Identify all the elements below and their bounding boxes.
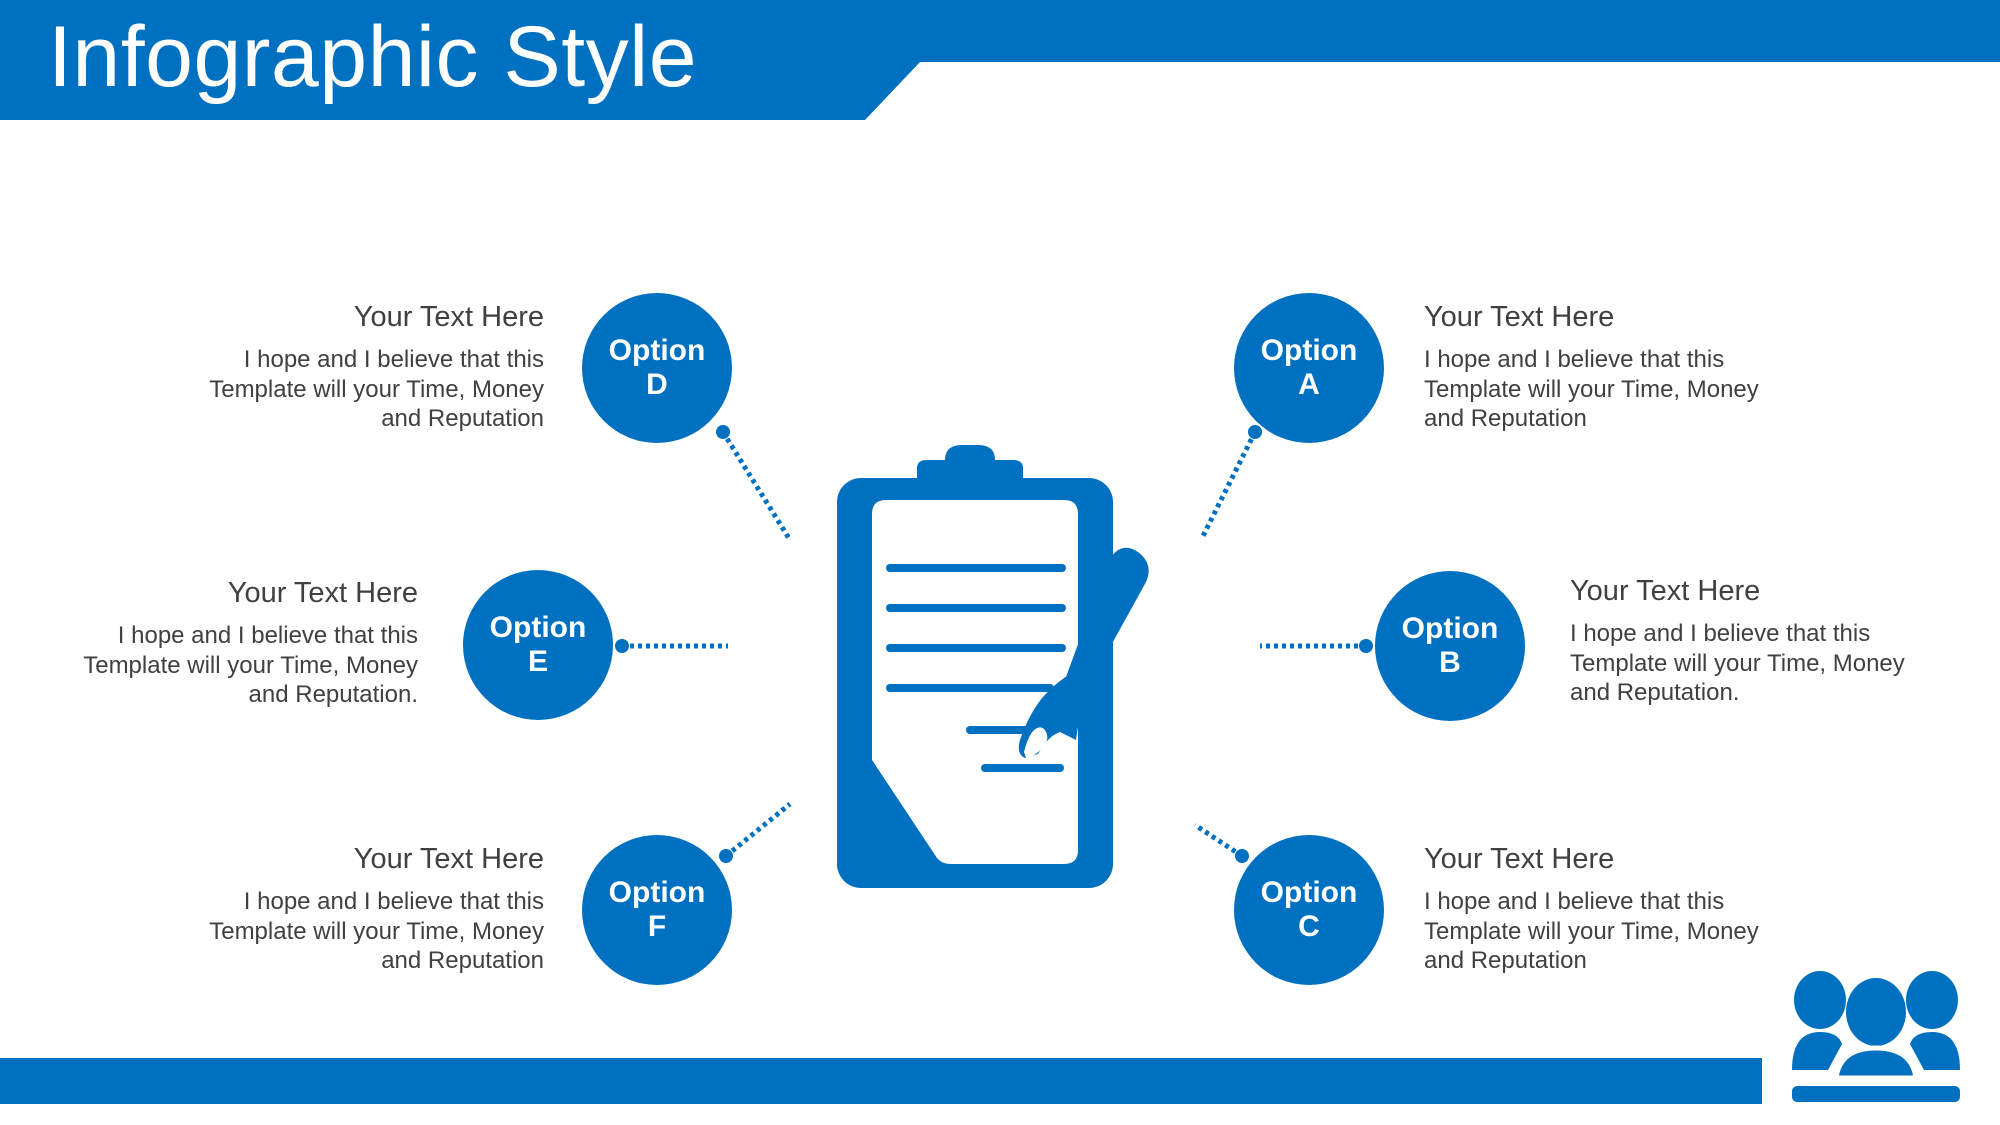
option-b-text: Your Text Here I hope and I believe that…: [1570, 574, 1970, 708]
clipboard-checklist-pen-icon: [837, 445, 1149, 888]
option-e-heading: Your Text Here: [227, 577, 418, 609]
option-f-label: Option: [608, 875, 706, 909]
option-c-body: I hope and I believe that this Template …: [1424, 887, 1824, 976]
option-c-circle[interactable]: Option C: [1234, 835, 1384, 985]
connector-dot-c: [1235, 849, 1249, 863]
option-e-text: Your Text Here I hope and I believe that…: [18, 576, 418, 710]
team-people-icon: [1792, 971, 1960, 1102]
option-c-body-line: Template will your Time, Money: [1424, 917, 1759, 945]
option-b-heading: Your Text Here: [1570, 575, 1761, 607]
connector-f: [724, 802, 792, 858]
option-e-body: I hope and I believe that this Template …: [18, 621, 418, 710]
option-c-text: Your Text Here I hope and I believe that…: [1424, 842, 1824, 976]
option-c-label: Option: [1260, 875, 1358, 909]
option-d-heading: Your Text Here: [353, 301, 544, 333]
option-a-text: Your Text Here I hope and I believe that…: [1424, 300, 1824, 434]
option-d-body: I hope and I believe that this Template …: [144, 345, 544, 434]
option-d-text: Your Text Here I hope and I believe that…: [144, 300, 544, 434]
option-e-body-line: I hope and I believe that this: [117, 621, 418, 649]
option-a-heading: Your Text Here: [1424, 301, 1615, 333]
option-a-label: Option: [1260, 333, 1358, 367]
option-e-label: Option: [489, 610, 587, 644]
connector-dot-f: [719, 849, 733, 863]
option-f-body-line: and Reputation: [381, 947, 544, 975]
option-e-body-line: Template will your Time, Money: [83, 651, 418, 679]
option-b-body-line: and Reputation.: [1570, 679, 1740, 707]
option-f-body: I hope and I believe that this Template …: [144, 887, 544, 976]
option-f-text: Your Text Here I hope and I believe that…: [144, 842, 544, 976]
option-f-heading: Your Text Here: [353, 843, 544, 875]
option-c-body-line: and Reputation: [1424, 947, 1587, 975]
option-b-body-line: I hope and I believe that this: [1570, 619, 1871, 647]
connector-a: [1199, 430, 1258, 540]
connector-d: [720, 430, 793, 542]
option-d-body-line: and Reputation: [381, 405, 544, 433]
option-c-heading: Your Text Here: [1424, 843, 1615, 875]
connector-dot-e: [615, 639, 629, 653]
option-b-label: Option: [1401, 611, 1499, 645]
connector-dot-a: [1248, 425, 1262, 439]
option-f-letter: F: [647, 910, 667, 943]
page-title: Infographic Style: [48, 9, 698, 105]
option-f-body-line: Template will your Time, Money: [209, 917, 544, 945]
header-band: [0, 0, 2000, 120]
option-a-body-line: I hope and I believe that this: [1424, 345, 1725, 373]
option-e-letter: E: [527, 645, 548, 678]
option-d-body-line: I hope and I believe that this: [243, 345, 544, 373]
option-a-body: I hope and I believe that this Template …: [1424, 345, 1824, 434]
option-d-label: Option: [608, 333, 706, 367]
option-f-body-line: I hope and I believe that this: [243, 887, 544, 915]
footer-bar: [0, 1058, 1762, 1104]
option-a-circle[interactable]: Option A: [1234, 293, 1384, 443]
option-b-body: I hope and I believe that this Template …: [1570, 619, 1970, 708]
option-b-circle[interactable]: Option B: [1375, 571, 1525, 721]
option-b-letter: B: [1439, 646, 1461, 679]
connector-dot-d: [716, 425, 730, 439]
connector-dot-b: [1359, 639, 1373, 653]
option-d-letter: D: [646, 368, 668, 401]
option-a-body-line: and Reputation: [1424, 405, 1587, 433]
option-e-body-line: and Reputation.: [248, 681, 418, 709]
option-d-circle[interactable]: Option D: [582, 293, 732, 443]
option-e-circle[interactable]: Option E: [463, 570, 613, 720]
option-a-letter: A: [1298, 368, 1320, 401]
option-d-body-line: Template will your Time, Money: [209, 375, 544, 403]
option-f-circle[interactable]: Option F: [582, 835, 732, 985]
option-b-body-line: Template will your Time, Money: [1570, 649, 1905, 677]
option-c-body-line: I hope and I believe that this: [1424, 887, 1725, 915]
option-c-letter: C: [1298, 910, 1320, 943]
header-band-shape: [0, 0, 2000, 120]
connector-c: [1193, 822, 1244, 859]
option-a-body-line: Template will your Time, Money: [1424, 375, 1759, 403]
